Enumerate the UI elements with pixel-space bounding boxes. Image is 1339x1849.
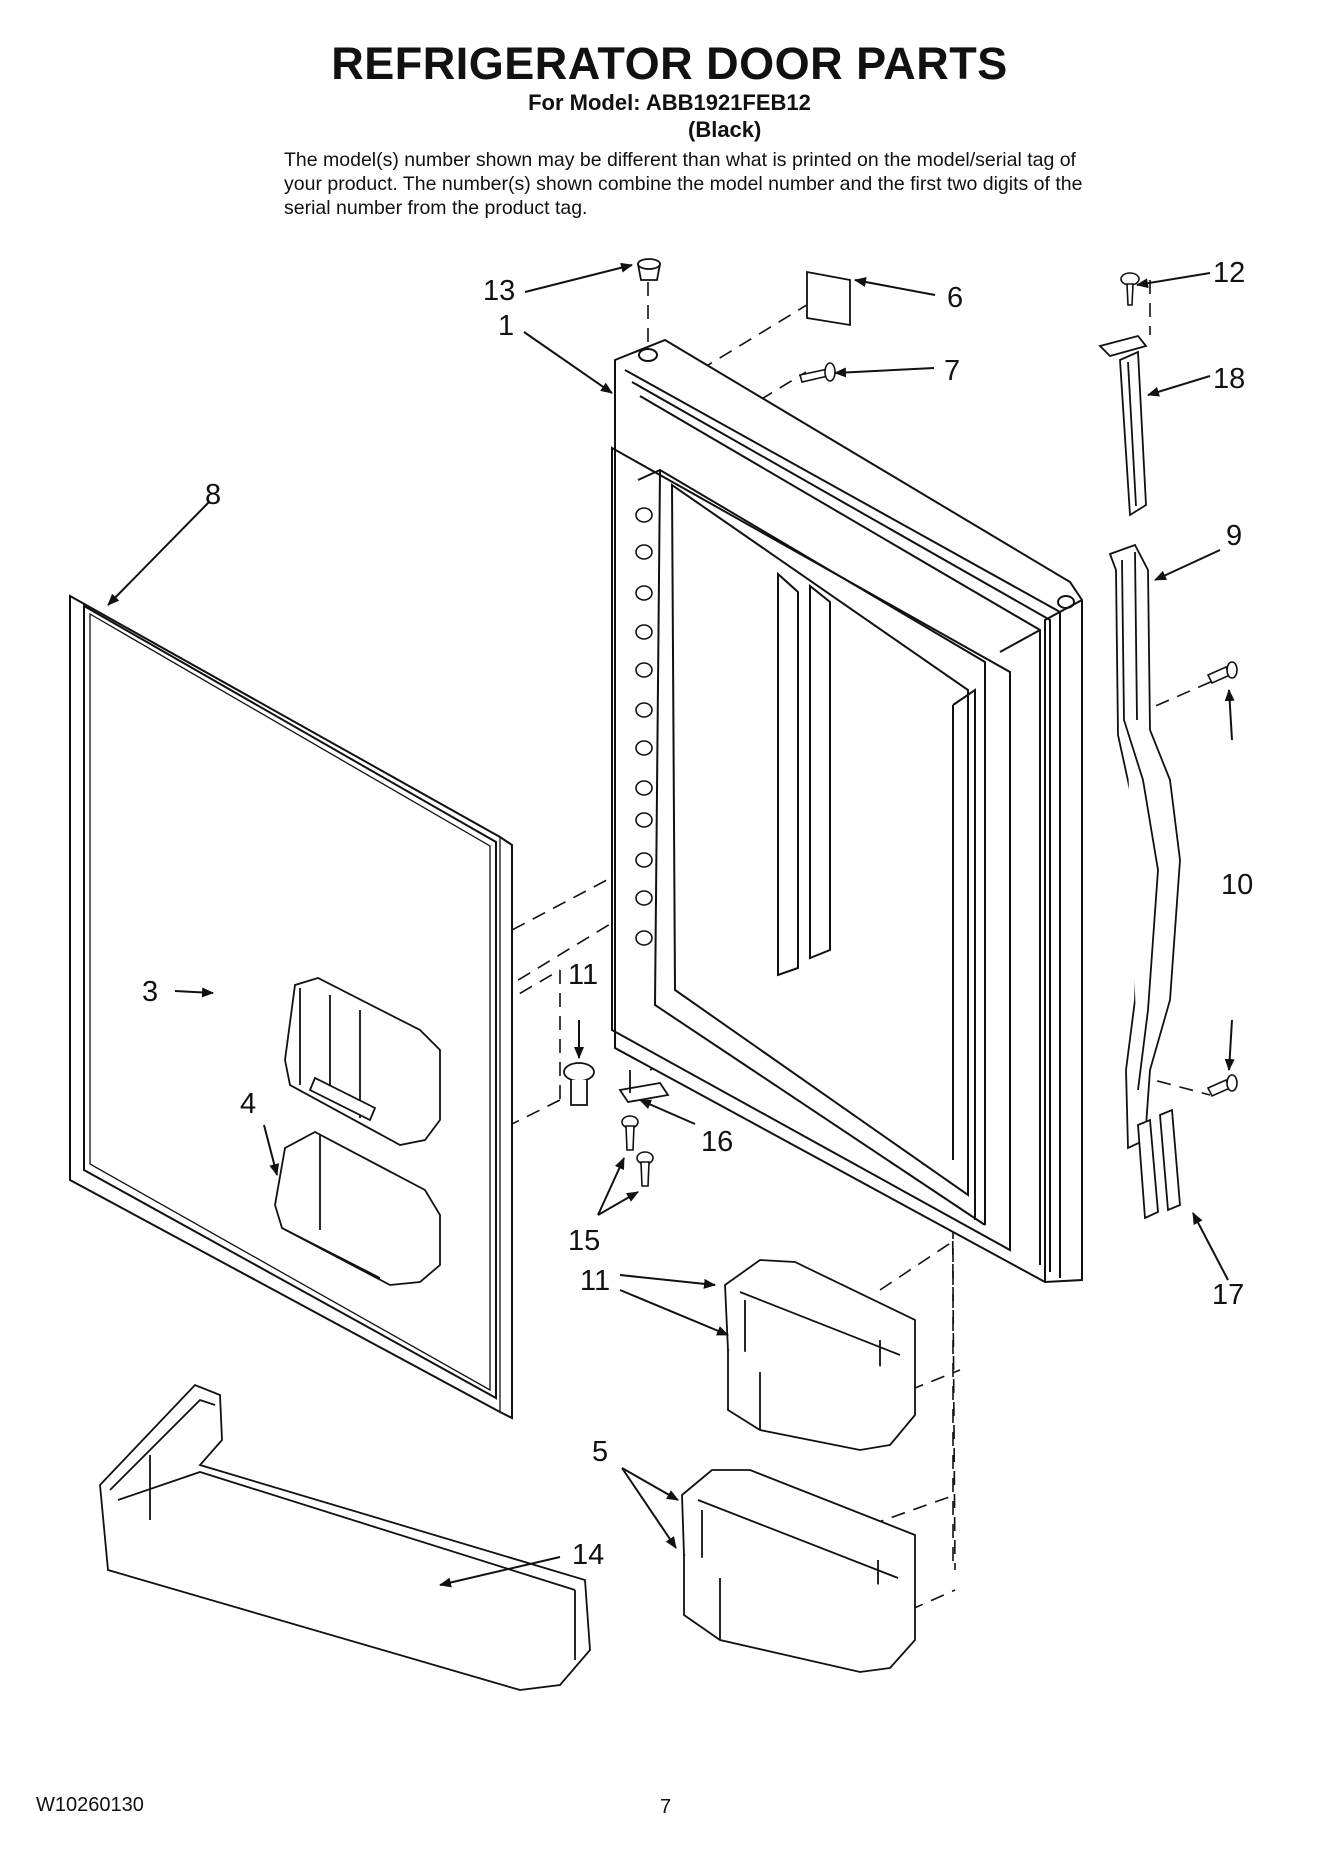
handle-bracket (1098, 334, 1148, 517)
callout-4: 4 (240, 1088, 256, 1120)
handle-screws (1206, 661, 1238, 1098)
handle-trim-strip (1137, 1108, 1181, 1220)
document-number: W10260130 (36, 1794, 144, 1816)
callout-12: 12 (1213, 257, 1245, 289)
dispenser-bin (274, 1130, 441, 1286)
callout-6: 6 (947, 282, 963, 314)
callout-5: 5 (592, 1436, 608, 1468)
callout-11-hinge: 11 (568, 959, 598, 991)
door-bin-lower (681, 1469, 916, 1673)
callout-numbers: 1 13 6 7 8 12 18 9 10 11 3 4 16 15 11 17… (142, 257, 1253, 1571)
disclaimer-text: The model(s) number shown may be differe… (284, 149, 1083, 219)
callout-11-bins: 11 (580, 1265, 610, 1297)
callout-13: 13 (483, 275, 515, 307)
label-part (806, 270, 851, 327)
callout-3: 3 (142, 976, 158, 1008)
callout-18: 18 (1213, 363, 1245, 395)
hinge-bracket (618, 1070, 670, 1103)
hinge-bushing (563, 1062, 595, 1106)
door-handle (1108, 543, 1181, 1150)
page-title: REFRIGERATOR DOOR PARTS (331, 38, 1008, 89)
callout-9: 9 (1226, 520, 1242, 552)
callout-16: 16 (701, 1126, 733, 1158)
model-color: (Black) (688, 117, 762, 142)
shelf-clips (635, 507, 653, 946)
door-liner-frame (611, 338, 1083, 1284)
dispenser-cover (284, 977, 441, 1146)
screw-part-7 (798, 362, 836, 383)
model-number: For Model: ABB1921FEB12 (528, 90, 811, 115)
callout-leaders (107, 262, 1235, 1588)
callout-10: 10 (1221, 869, 1253, 901)
bottom-door-bin (99, 1383, 591, 1691)
door-panel (69, 594, 513, 1420)
callout-8: 8 (205, 479, 221, 511)
screw-part-12 (1120, 272, 1140, 306)
door-bin-upper (724, 1259, 916, 1451)
page-number: 7 (660, 1796, 672, 1818)
callout-14: 14 (572, 1539, 604, 1571)
bracket-screws (621, 1115, 654, 1187)
callout-1: 1 (498, 310, 514, 342)
callout-15: 15 (568, 1225, 600, 1257)
hinge-plug (636, 258, 662, 281)
callout-17: 17 (1212, 1279, 1244, 1311)
callout-7: 7 (944, 355, 960, 387)
